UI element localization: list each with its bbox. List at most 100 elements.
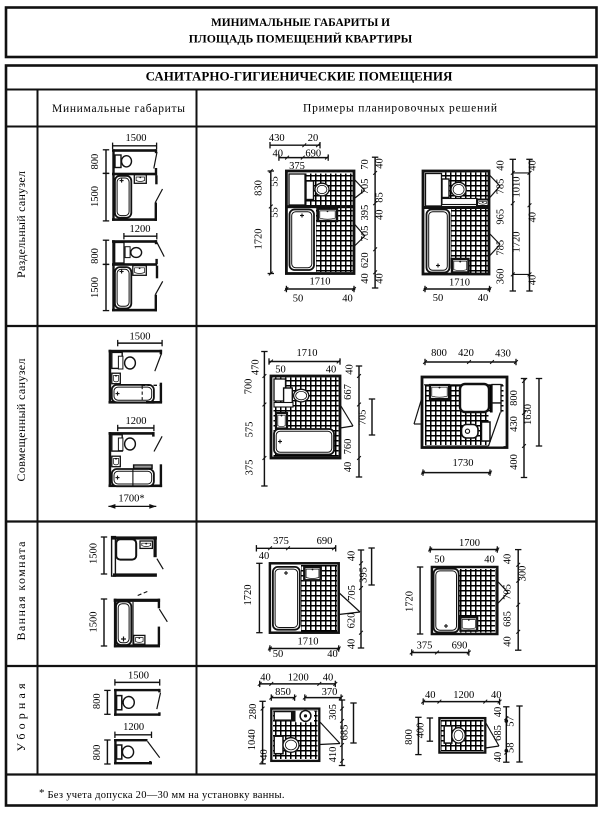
svg-text:55: 55 [270,176,281,187]
svg-text:57: 57 [506,716,517,727]
svg-text:40: 40 [478,293,489,304]
svg-text:705: 705 [503,584,514,600]
svg-text:58: 58 [506,743,517,754]
svg-text:690: 690 [305,149,321,160]
svg-text:430: 430 [509,416,520,432]
svg-text:800: 800 [92,693,103,709]
svg-text:667: 667 [343,384,354,400]
svg-text:1500: 1500 [90,186,101,207]
svg-text:40: 40 [323,673,334,684]
svg-text:800: 800 [509,390,520,406]
svg-text:685: 685 [493,725,504,741]
svg-text:40: 40 [259,749,270,760]
svg-text:1710: 1710 [297,348,318,359]
svg-text:40: 40 [527,275,538,286]
svg-text:410: 410 [328,747,339,763]
svg-text:1500: 1500 [128,671,149,682]
svg-text:690: 690 [317,536,333,547]
svg-text:Минимальные габариты: Минимальные габариты [52,103,185,115]
svg-text:1710: 1710 [298,637,319,648]
svg-text:50: 50 [433,293,444,304]
svg-text:40: 40 [493,752,504,763]
svg-text:70: 70 [360,159,371,170]
svg-text:40: 40 [326,365,337,376]
svg-text:400: 400 [416,723,427,739]
svg-text:40: 40 [493,707,504,718]
svg-text:Раздельный санузел: Раздельный санузел [14,171,28,278]
svg-text:Без учета допуска 20—30 мм на: Без учета допуска 20—30 мм на установку … [48,790,285,801]
svg-text:Ванная комната: Ванная комната [14,541,28,641]
svg-text:375: 375 [289,161,305,172]
svg-text:965: 965 [495,209,506,225]
svg-text:1500: 1500 [90,277,101,298]
svg-text:1720: 1720 [405,591,416,612]
svg-text:40: 40 [503,636,514,647]
svg-text:420: 420 [458,348,474,359]
svg-text:50: 50 [293,294,304,305]
svg-text:685: 685 [340,725,351,741]
svg-text:800: 800 [431,348,447,359]
svg-text:1500: 1500 [130,332,151,343]
svg-text:620: 620 [347,613,358,629]
svg-text:800: 800 [90,248,101,264]
svg-text:1040: 1040 [247,729,258,750]
svg-text:55: 55 [270,207,281,218]
svg-text:375: 375 [417,641,433,652]
svg-text:375: 375 [245,460,256,476]
svg-text:830: 830 [254,180,265,196]
svg-text:850: 850 [275,687,291,698]
svg-text:40: 40 [347,639,358,650]
svg-text:1200: 1200 [130,224,151,235]
svg-text:1720: 1720 [512,232,523,253]
svg-text:1630: 1630 [523,404,534,425]
svg-text:40: 40 [503,554,514,565]
svg-text:1700: 1700 [459,538,480,549]
svg-text:705: 705 [360,179,371,195]
svg-text:1010: 1010 [512,177,523,198]
svg-text:Совмещенный санузел: Совмещенный санузел [14,359,28,482]
svg-text:40: 40 [495,160,506,171]
svg-text:Примеры планировочных решений: Примеры планировочных решений [303,103,497,115]
svg-text:1700*: 1700* [118,494,144,505]
svg-text:40: 40 [484,555,495,566]
svg-text:280: 280 [248,704,259,720]
svg-text:430: 430 [269,133,285,144]
svg-text:575: 575 [245,422,256,438]
svg-text:50: 50 [275,365,286,376]
svg-text:85: 85 [375,192,386,203]
svg-text:685: 685 [503,611,514,627]
svg-text:1200: 1200 [288,673,309,684]
svg-text:1200: 1200 [123,722,144,733]
svg-text:1720: 1720 [254,229,265,250]
svg-text:705: 705 [360,226,371,242]
svg-text:40: 40 [527,212,538,223]
svg-text:1710: 1710 [449,278,470,289]
svg-text:700: 700 [244,379,255,395]
svg-text:40: 40 [527,160,538,171]
svg-text:360: 360 [495,269,506,285]
svg-text:40: 40 [342,294,353,305]
svg-text:400: 400 [509,454,520,470]
svg-text:620: 620 [360,252,371,268]
svg-text:1500: 1500 [89,612,100,633]
svg-text:1200: 1200 [126,416,147,427]
svg-text:40: 40 [273,149,284,160]
svg-text:1200: 1200 [453,690,474,701]
svg-text:800: 800 [90,154,101,170]
svg-text:40: 40 [260,673,271,684]
svg-text:430: 430 [495,349,511,360]
svg-text:1720: 1720 [243,585,254,606]
svg-text:785: 785 [495,240,506,256]
svg-text:40: 40 [327,649,338,660]
svg-text:50: 50 [434,555,445,566]
svg-text:40: 40 [347,551,358,562]
svg-text:МИНИМАЛЬНЫЕ ГАБАРИТЫ И: МИНИМАЛЬНЫЕ ГАБАРИТЫ И [211,17,390,29]
svg-text:760: 760 [343,439,354,455]
svg-text:375: 375 [273,536,289,547]
svg-text:800: 800 [92,745,103,761]
svg-text:395: 395 [359,567,370,583]
svg-text:*: * [39,787,45,799]
svg-text:370: 370 [322,687,338,698]
svg-text:50: 50 [273,649,284,660]
svg-text:1500: 1500 [126,133,147,144]
